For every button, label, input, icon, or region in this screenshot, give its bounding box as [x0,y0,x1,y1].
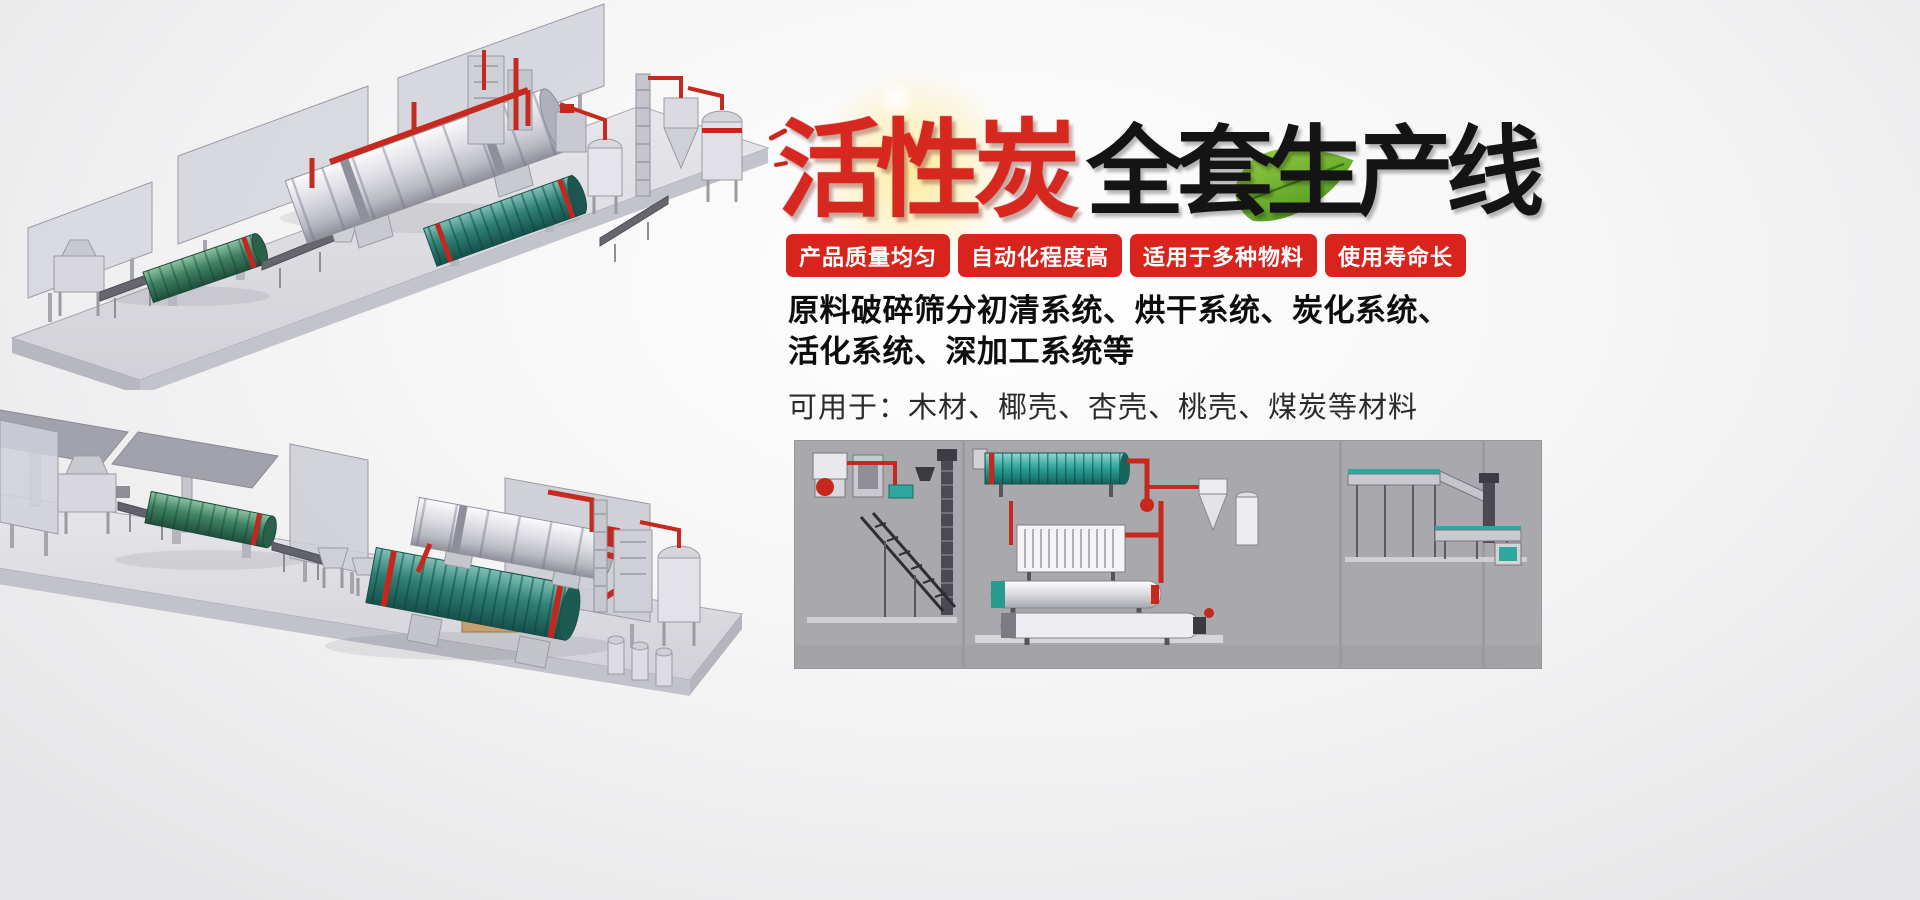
description-line-3: 可用于：木材、椰壳、杏壳、桃壳、煤炭等材料 [788,392,1419,424]
sparkle-icon [874,76,920,122]
green-rotary-screen [144,490,277,558]
green-rotary-screen [142,233,268,306]
dome-tank [687,86,743,202]
vertical-tank [559,102,623,214]
description-block: 原料破碎筛分初清系统、烘干系统、炭化系统、 活化系统、深加工系统等 可用于：木材… [788,290,1548,426]
control-cabinet [613,529,653,613]
schematic-feeding-crushing-group [812,449,957,617]
production-line-schematic [795,441,1541,668]
cyclone-separator [648,76,699,170]
discharge-hoppers [317,547,379,596]
feature-badge-quality: 产品质量均匀 [786,234,951,277]
carbonization-furnace-drum [422,174,588,267]
leaf-icon [1219,121,1364,251]
small-storage-tanks [607,635,673,687]
description-line-2: 活化系统、深加工系统等 [788,334,1135,369]
title-black-text: 全套生产线 [1086,117,1544,227]
feeder-hopper [57,455,130,534]
schematic-dryer-carbonizer-group [972,448,1259,645]
bucket-elevator [593,499,608,613]
schematic-packing-conveyor-group [1347,469,1522,566]
feature-badge-automation: 自动化程度高 [958,234,1123,277]
bucket-elevator [635,73,651,197]
feature-badge-materials: 适用于多种物料 [1130,234,1318,277]
production-line-3d-illustration-top [10,3,770,390]
schematic-panel [794,440,1542,669]
red-piping [309,50,531,188]
description-line-1: 原料破碎筛分初清系统、烘干系统、炭化系统、 [788,293,1450,328]
feature-badge-lifespan: 使用寿命长 [1325,234,1467,277]
feature-badges: 产品质量均匀 自动化程度高 适用于多种物料 使用寿命长 [786,234,1467,277]
hero-title-block: 活性炭 全套生产线 [767,54,1568,289]
page-title: 活性炭 全套生产线 [778,84,1568,238]
dome-tank [639,520,701,646]
production-line-3d-illustration-bottom [0,409,743,696]
title-red-text: 活性炭 [778,112,1080,230]
belt-conveyor [599,195,669,262]
feeder-hopper [53,239,105,316]
